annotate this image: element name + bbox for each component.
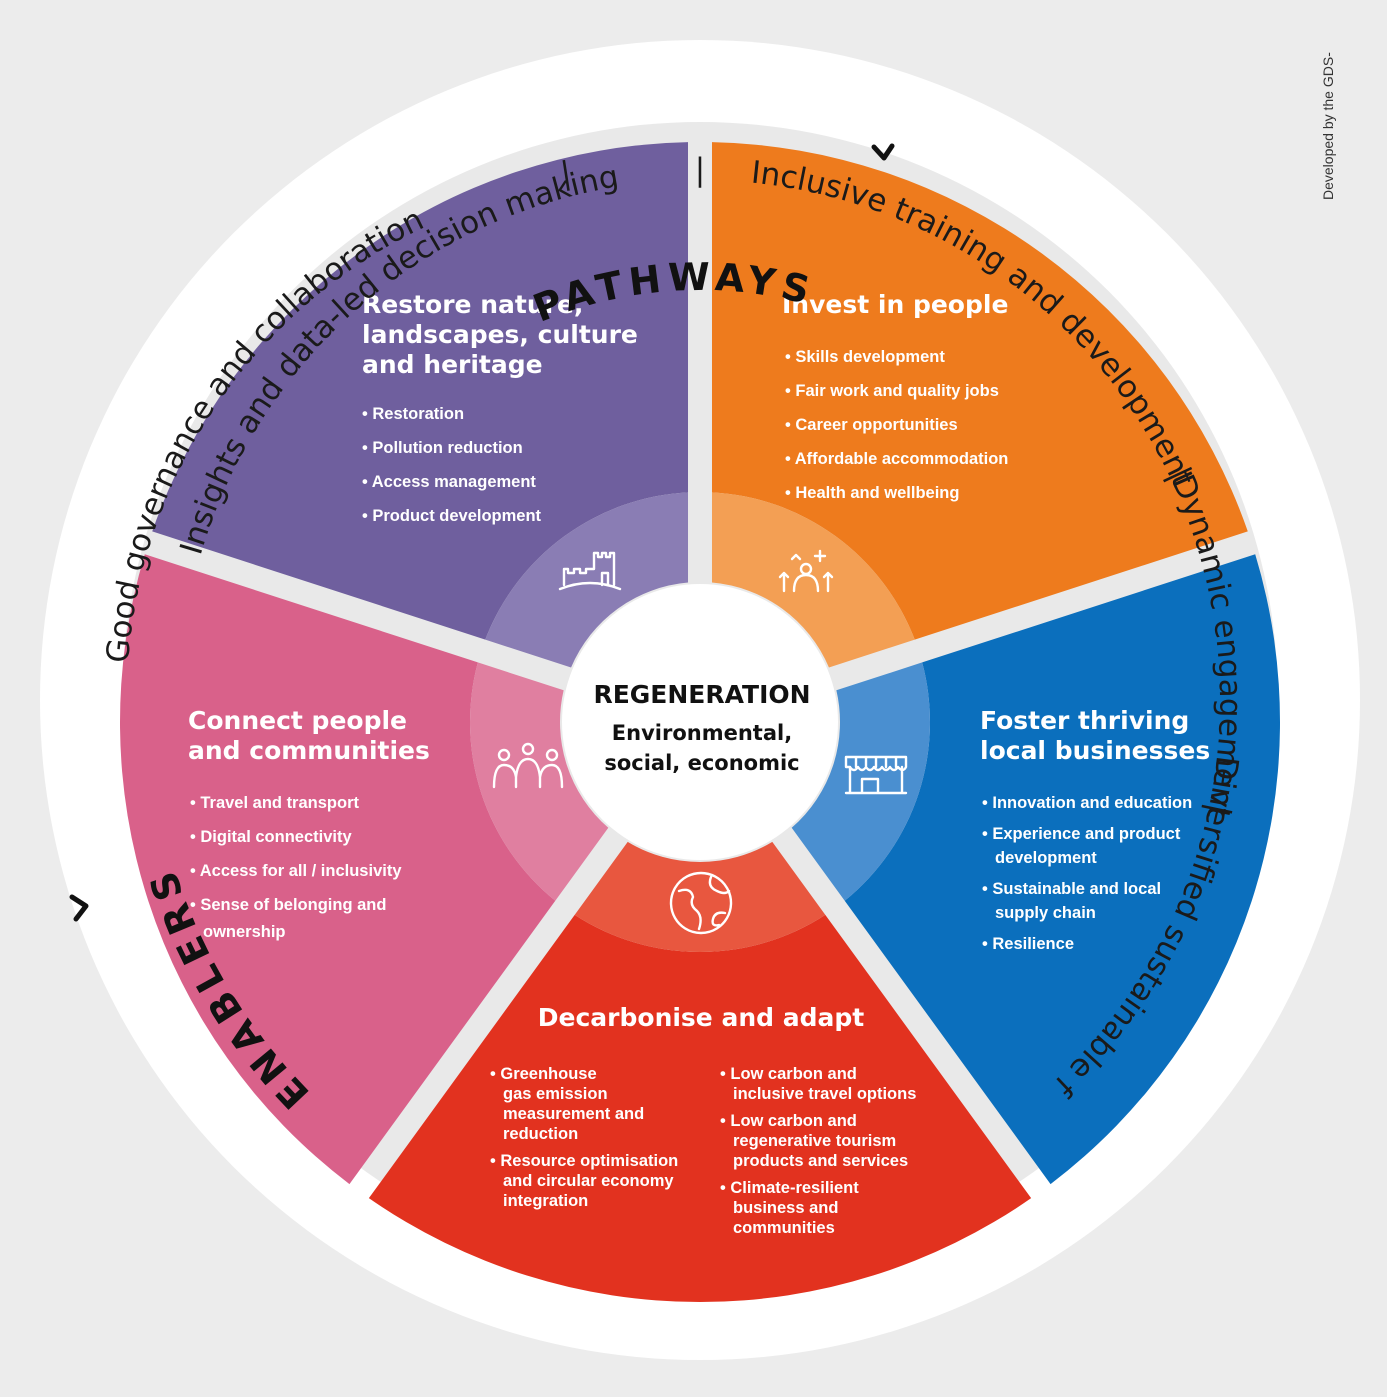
segment-bullet: ownership [203,923,286,941]
pathway-segment-decarbonise: Decarbonise and adapt • Greenhouse gas emi… [368,841,1032,1302]
hub-line-2: social, economic [604,751,799,775]
globe-icon [669,871,733,935]
segment-title: Decarbonise and adapt [538,1003,865,1032]
segment-communities-outer [120,554,556,1185]
segment-bullet: products and services [733,1152,908,1170]
segment-people-inner [711,492,915,668]
segment-bullet: • Fair work and quality jobs [785,382,999,400]
segment-decarbonise-inner [574,841,826,952]
enablers-chevron-icon [69,894,89,922]
segment-title: and communities [188,736,430,765]
segment-bullet: communities [733,1219,835,1237]
ring-separator: | [695,152,705,188]
segment-bullet: • Affordable accommodation [785,450,1008,468]
people-growth-icon [778,549,834,593]
segment-bullet: • Low carbon and [720,1112,857,1130]
segment-people-outer [711,142,1248,640]
segment-decarbonise-outer [368,914,1032,1302]
segment-bullet: • Access management [362,473,536,491]
segment-bullet: inclusive travel options [733,1085,916,1103]
segment-bullet: measurement and [503,1105,644,1123]
segment-bullet: business and [733,1199,838,1217]
segment-title: local businesses [980,736,1210,765]
segment-bullet: reduction [503,1125,578,1143]
segment-bullet: • Resource optimisation [490,1152,678,1170]
segment-title: and heritage [362,350,543,379]
hub-circle [562,584,838,860]
segment-title: Restore nature, [362,290,583,319]
shopfront-icon [844,755,908,795]
segment-bullet: • Restoration [362,405,464,423]
community-icon [492,742,564,789]
segment-bullet: • Sense of belonging and [190,896,386,914]
pathway-segment-people: Invest in people • Skills development • Fa… [711,142,1248,668]
segment-title: landscapes, culture [362,320,638,349]
segment-business-outer [844,554,1280,1185]
segment-bullet: • Travel and transport [190,794,359,812]
pathways-chevron-icon [871,143,895,161]
segment-nature-outer [152,142,689,640]
segment-bullet: integration [503,1192,588,1210]
segment-bullet: development [995,849,1097,867]
hub-line-1: Environmental, [612,721,792,745]
segment-bullet: • Health and wellbeing [785,484,959,502]
credit-text: Developed by the GDS- [1320,52,1336,200]
segment-title: Connect people [188,706,407,735]
segment-bullet: • Pollution reduction [362,439,523,457]
segment-bullet: • Digital connectivity [190,828,352,846]
segment-bullet: supply chain [995,904,1096,922]
segment-bullet: • Innovation and education [982,794,1192,812]
segment-title: Invest in people [782,290,1008,319]
segment-bullet: • Product development [362,507,542,525]
segment-bullet: • Low carbon and [720,1065,857,1083]
segment-bullet: gas emission [503,1085,608,1103]
segment-title: Foster thriving [980,706,1189,735]
segment-bullet: • Climate-resilient [720,1179,859,1197]
segment-bullet: • Experience and product [982,825,1181,843]
segment-bullet: regenerative tourism [733,1132,896,1150]
segment-bullet: and circular economy [503,1172,674,1190]
segment-bullet: • Career opportunities [785,416,958,434]
segment-bullet: • Skills development [785,348,945,366]
segment-nature-inner [485,492,689,668]
hub-title: REGENERATION [593,680,810,709]
segment-bullet: • Resilience [982,935,1074,953]
castle-icon [558,551,622,591]
segment-bullet: • Access for all / inclusivity [190,862,402,880]
segment-bullet: • Sustainable and local [982,880,1161,898]
segment-bullet: • Greenhouse [490,1065,597,1083]
